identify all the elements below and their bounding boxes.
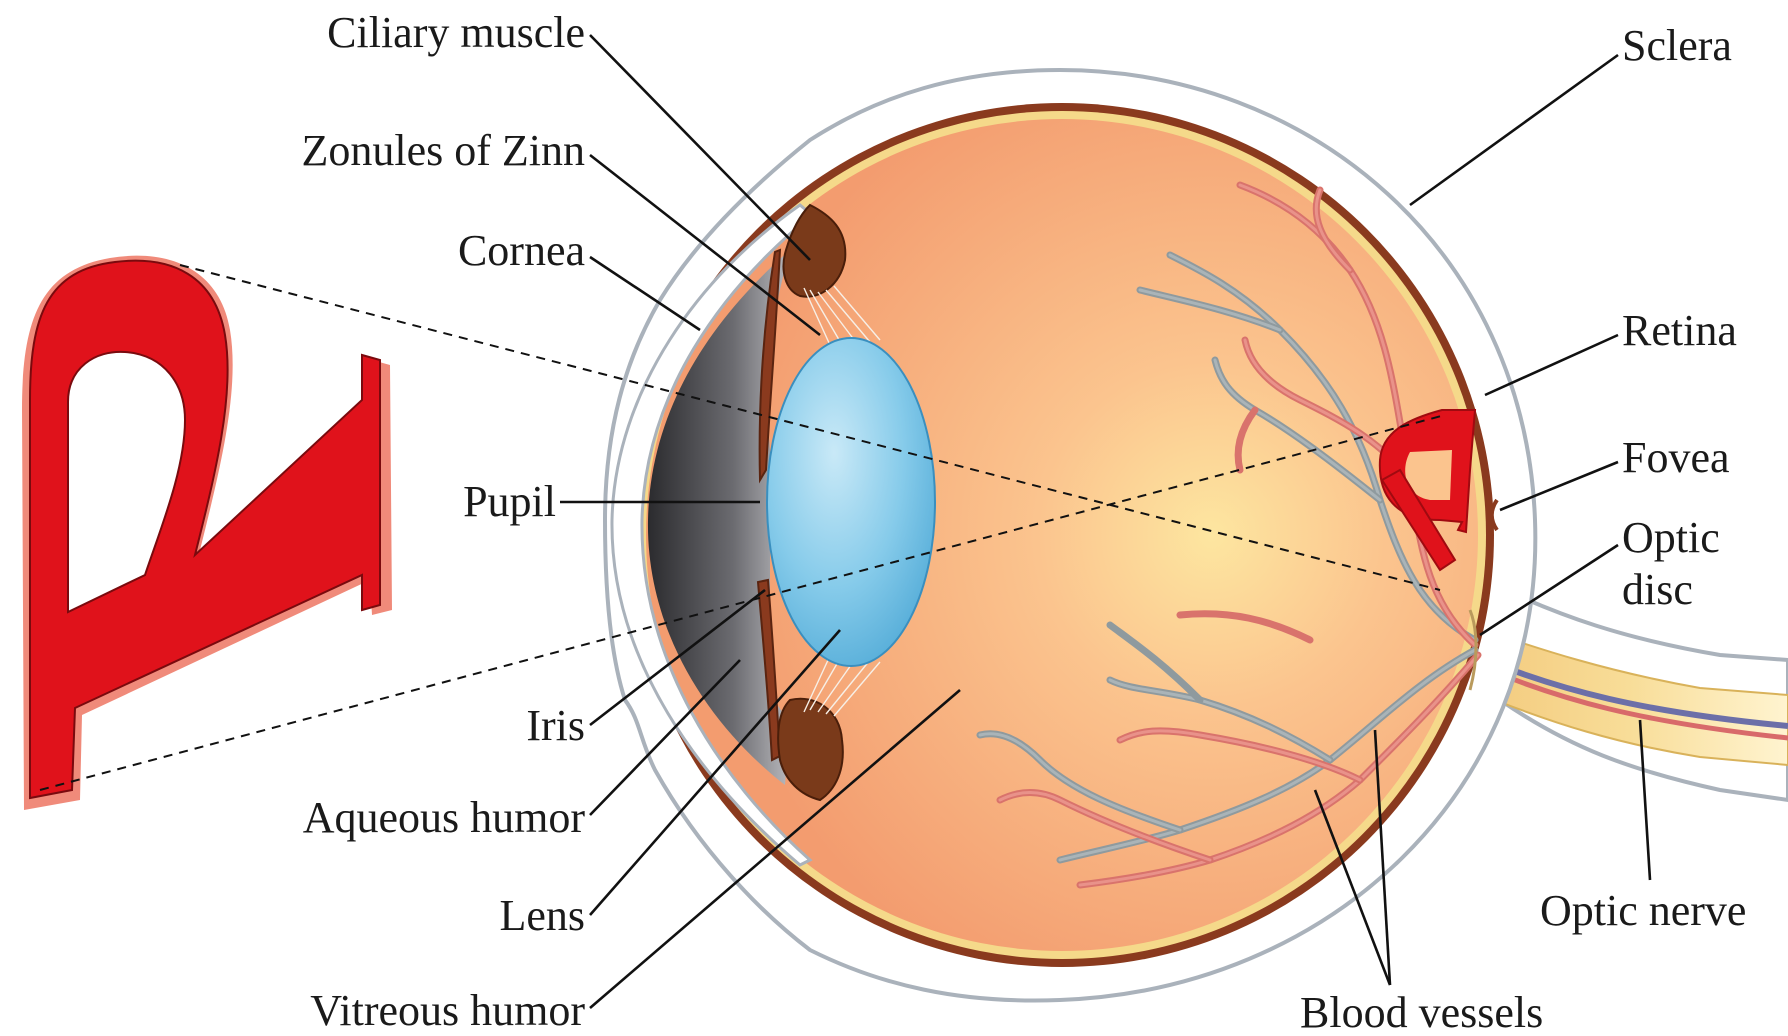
label-cornea: Cornea xyxy=(458,226,585,275)
leader-sclera xyxy=(1410,55,1618,205)
label-optic-nerve: Optic nerve xyxy=(1540,886,1746,935)
label-optic-disc-line2: disc xyxy=(1622,565,1693,614)
label-fovea: Fovea xyxy=(1622,433,1730,482)
label-aqueous-humor: Aqueous humor xyxy=(303,793,586,842)
leader-ciliary-muscle xyxy=(590,35,810,260)
label-ciliary-muscle: Ciliary muscle xyxy=(327,8,585,57)
label-blood-vessels: Blood vessels xyxy=(1300,988,1543,1036)
object-letter-r xyxy=(22,256,392,810)
label-retina: Retina xyxy=(1622,306,1737,355)
label-pupil: Pupil xyxy=(463,477,556,526)
label-optic-disc-line1: Optic xyxy=(1622,513,1720,562)
label-lens: Lens xyxy=(499,891,585,940)
lens xyxy=(767,338,935,666)
label-sclera: Sclera xyxy=(1622,21,1732,70)
label-iris: Iris xyxy=(526,701,585,750)
label-vitreous-humor: Vitreous humor xyxy=(310,986,585,1035)
label-zonules-of-zinn: Zonules of Zinn xyxy=(301,126,585,175)
